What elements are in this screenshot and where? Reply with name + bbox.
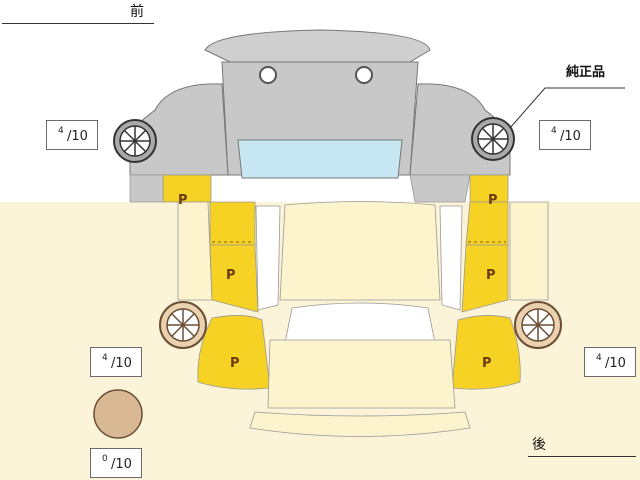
windshield: [237, 139, 403, 179]
side-left-body: [177, 201, 213, 301]
rear-left-wheel: [159, 301, 207, 349]
tire-score-num: 0: [102, 454, 108, 464]
headlight-left: [259, 66, 277, 84]
side-window-right: [439, 205, 463, 311]
rear-quarter-left: [197, 315, 271, 390]
tire-score-front-left: 4 /10: [46, 120, 98, 150]
genuine-leader-line: [509, 87, 625, 129]
genuine-part-label: 純正品: [566, 65, 606, 80]
roof: [279, 201, 441, 301]
tire-score-den: /10: [560, 129, 581, 144]
front-left-wheel: [113, 119, 157, 163]
tire-score-rear-right: 4 /10: [584, 347, 636, 377]
rear-underline: [528, 456, 636, 457]
front-door-right-top: [469, 174, 509, 203]
panel-mark-quarter-right: P: [482, 356, 492, 371]
trunk: [267, 339, 456, 409]
tire-score-rear-left: 4 /10: [90, 347, 142, 377]
front-underline: [2, 23, 154, 24]
panel-mark-quarter-left: P: [230, 356, 240, 371]
tire-score-spare: 0 /10: [90, 448, 142, 478]
front-door-left: [209, 201, 256, 246]
panel-mark-door-right: P: [486, 268, 496, 283]
rear-door-right: [461, 244, 509, 313]
tire-score-den: /10: [605, 356, 626, 371]
tire-score-front-right: 4 /10: [539, 120, 591, 150]
tire-score-num: 4: [58, 126, 64, 136]
headlight-right: [355, 66, 373, 84]
side-window-left: [255, 205, 281, 311]
rear-door-left: [209, 244, 259, 313]
rear-right-wheel: [514, 301, 562, 349]
tire-score-den: /10: [67, 129, 88, 144]
front-fender-left: [129, 83, 229, 176]
tire-score-num: 4: [102, 353, 108, 363]
spare-tire: [93, 389, 143, 439]
tire-score-num: 4: [596, 353, 602, 363]
front-label: 前: [130, 4, 144, 20]
front-door-right: [465, 201, 509, 246]
front-right-wheel: [471, 117, 515, 161]
tire-score-den: /10: [111, 457, 132, 472]
rear-bumper: [249, 411, 471, 437]
side-right-body: [509, 201, 549, 301]
front-bumper: [204, 29, 431, 63]
tire-score-num: 4: [551, 126, 557, 136]
panel-mark-door-left: P: [226, 268, 236, 283]
tire-score-den: /10: [111, 356, 132, 371]
rear-label: 後: [532, 437, 546, 453]
panel-mark-front-right: P: [488, 193, 498, 208]
panel-mark-front-left: P: [178, 193, 188, 208]
rear-quarter-right: [451, 315, 521, 390]
